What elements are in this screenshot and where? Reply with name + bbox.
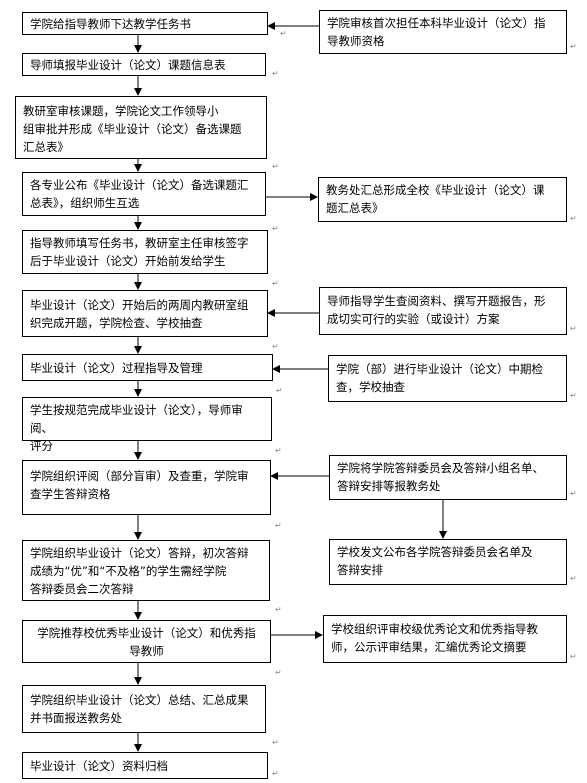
step-9-box: 学院组织评阅（部分盲审）及查重，学院审 查学生答辩资格 <box>22 460 271 515</box>
return-mark: ↵ <box>276 386 283 395</box>
step-2-box: 导师填报毕业设计（论文）课题信息表 <box>22 53 266 76</box>
side-proposal-box: 导师指导学生查阅资料、撰写开题报告，形 成切实可行的实验（或设计）方案 <box>319 287 567 335</box>
return-mark: ↵ <box>570 391 577 400</box>
return-mark: ↵ <box>272 342 279 351</box>
return-mark: ↵ <box>570 42 577 51</box>
side-midterm-box: 学院（部）进行毕业设计（论文）中期检 查，学校抽查 <box>328 355 567 402</box>
return-mark: ↵ <box>275 605 282 614</box>
return-mark: ↵ <box>272 224 279 233</box>
return-mark: ↵ <box>272 738 279 747</box>
side-report-box: 学院将学院答辩委员会及答辩小组名单、 答辩安排等报教务处 <box>329 455 567 500</box>
return-mark: ↵ <box>272 69 279 78</box>
return-mark: ↵ <box>280 29 287 38</box>
return-mark: ↵ <box>570 489 577 498</box>
step-6-box: 毕业设计（论文）开始后的两周内教研室组 织完成开题，学院检查、学校抽查 <box>22 290 268 337</box>
return-mark: ↵ <box>570 574 577 583</box>
return-mark: ↵ <box>570 652 577 661</box>
return-mark: ↵ <box>275 446 282 455</box>
return-mark: ↵ <box>570 214 577 223</box>
step-13-box: 毕业设计（论文）资料归档 <box>22 752 268 779</box>
return-mark: ↵ <box>272 162 279 171</box>
return-mark: ↵ <box>570 324 577 333</box>
side-qualification-box: 学院审核首次担任本科毕业设计（论文）指 导教师资格 <box>319 10 567 54</box>
step-10-box: 学院组织毕业设计（论文）答辩，初次答辩 成绩为“优”和“不及格”的学生需经学院 … <box>22 540 270 601</box>
return-mark: ↵ <box>275 521 282 530</box>
step-8-box: 学生按规范完成毕业设计（论文），导师审阅、 评分 <box>22 397 272 453</box>
return-mark: ↵ <box>272 769 279 778</box>
step-7-box: 毕业设计（论文）过程指导及管理 <box>22 354 273 381</box>
step-4-box: 各专业公布《毕业设计（论文）备选课题汇 总表》，组织师生互选 <box>22 172 266 216</box>
side-announce-box: 学校发文公布各学院答辩委员会名单及 答辩安排 <box>329 539 567 585</box>
side-award-box: 学校组织评审校级优秀论文和优秀指导教 师，公示评审结果，汇编优秀论文摘要 <box>323 615 567 663</box>
step-12-box: 学院组织毕业设计（论文）总结、汇总成果 并书面报送教务处 <box>22 685 266 733</box>
step-1-box: 学院给指导教师下达教学任务书 <box>22 12 268 35</box>
return-mark: ↵ <box>272 279 279 288</box>
return-mark: ↵ <box>275 668 282 677</box>
step-3-box: 教研室审核课题，学院论文工作领导小 组审批并形成《毕业设计（论文）备选课题 汇总… <box>15 96 267 159</box>
side-summary-box: 教务处汇总形成全校《毕业设计（论文）课 题汇总表》 <box>318 177 567 222</box>
step-5-box: 指导教师填写任务书，教研室主任审核签字 后于毕业设计（论文）开始前发给学生 <box>22 230 268 274</box>
step-11-box: 学院推荐校优秀毕业设计（论文）和优秀指 导教师 <box>22 620 271 663</box>
